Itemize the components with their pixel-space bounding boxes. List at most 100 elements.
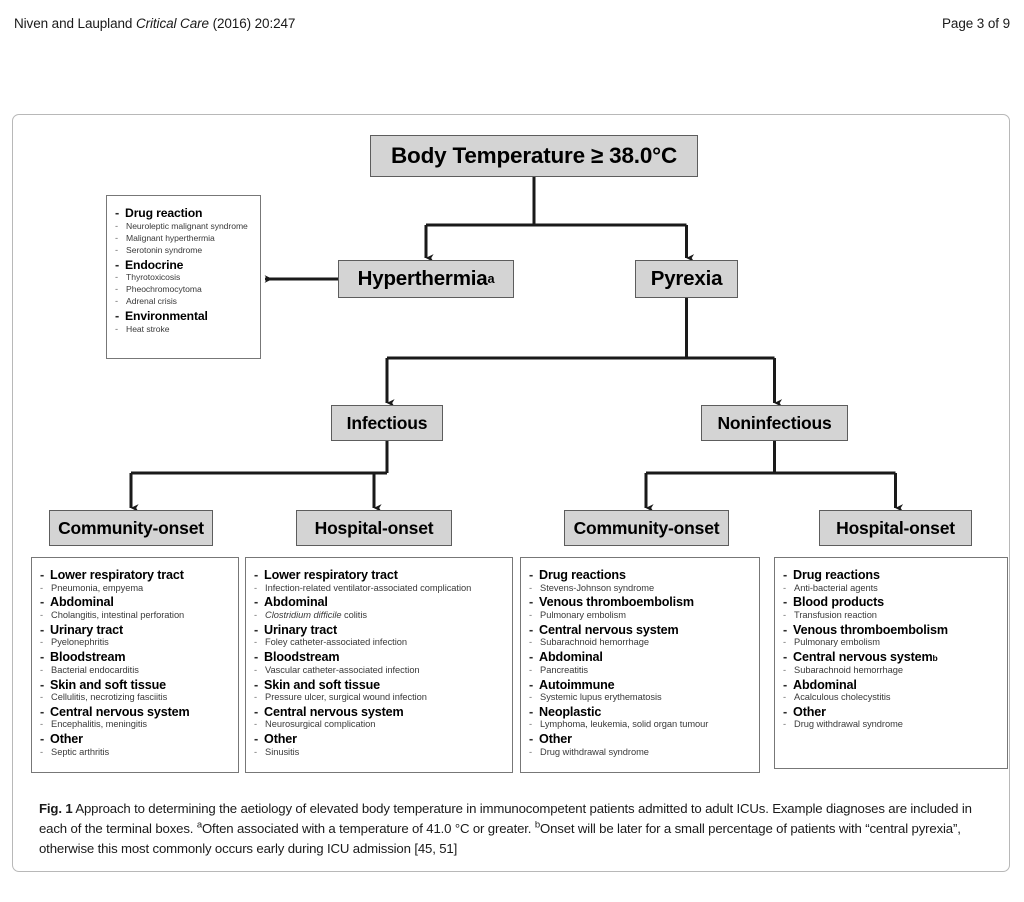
list-group-heading-label: Urinary tract: [264, 622, 337, 637]
list-dash-marker: -: [529, 595, 534, 610]
figure-caption-part1: Approach to determining the aetiology of…: [39, 801, 972, 837]
node-infectious-hospital-onset[interactable]: Hospital-onset: [296, 510, 452, 546]
list-example-diagnosis-label: Vascular catheter-associated infection: [265, 664, 420, 675]
list-example-diagnosis: -Subarachnoid hemorrhage: [529, 637, 751, 649]
list-example-diagnosis-label: Infection-related ventilator-associated …: [265, 582, 472, 593]
list-example-diagnosis-label: Heat stroke: [126, 323, 170, 334]
list-group-heading-label: Blood products: [793, 595, 884, 610]
list-example-diagnosis-label: Bacterial endocarditis: [51, 664, 139, 675]
list-group-heading-label: Abdominal: [50, 595, 114, 610]
list-group-heading-label: Other: [50, 732, 83, 747]
list-example-diagnosis: -Neurosurgical complication: [254, 719, 504, 731]
list-group-heading-label: Central nervous system: [50, 704, 190, 719]
node-noninfectious-hospital-onset[interactable]: Hospital-onset: [819, 510, 972, 546]
node-body-temperature[interactable]: Body Temperature ≥ 38.0°C: [370, 135, 698, 177]
list-dash-marker: -: [529, 704, 534, 719]
list-example-diagnosis: -Clostridium difficile colitis: [254, 610, 504, 622]
list-group-heading-label: Lower respiratory tract: [264, 568, 398, 582]
list-example-diagnosis: -Stevens-Johnson syndrome: [529, 583, 751, 595]
list-example-diagnosis: -Transfusion reaction: [783, 610, 999, 622]
list-group-heading-label: Skin and soft tissue: [264, 677, 381, 692]
list-group-heading: -Drug reaction: [115, 205, 252, 221]
list-group-heading: -Other: [254, 731, 504, 747]
list-example-diagnosis: -Lymphoma, leukemia, solid organ tumour: [529, 719, 751, 731]
list-dash-marker: -: [529, 568, 534, 582]
list-group-heading-label: Abdominal: [264, 595, 328, 610]
list-example-diagnosis: -Pulmonary embolism: [529, 610, 751, 622]
list-example-diagnosis-label: Malignant hyperthermia: [126, 232, 215, 243]
list-group-heading: -Lower respiratory tract: [40, 567, 230, 583]
node-noninfectious[interactable]: Noninfectious: [701, 405, 848, 441]
list-group-heading: -Lower respiratory tract: [254, 567, 504, 583]
list-example-diagnosis-label: Pyelonephritis: [51, 637, 109, 648]
list-example-diagnosis-label: Adrenal crisis: [126, 296, 177, 307]
node-pyrexia[interactable]: Pyrexia: [635, 260, 738, 298]
list-dash-marker: -: [529, 637, 533, 648]
list-group-heading: -Drug reactions: [529, 567, 751, 583]
list-example-diagnosis-label: Pancreatitis: [540, 664, 589, 675]
list-group-heading-label: Venous thromboembolism: [793, 622, 948, 637]
list-example-diagnosis: -Subarachnoid hemorrhage: [783, 665, 999, 677]
list-example-diagnosis: -Systemic lupus erythematosis: [529, 692, 751, 704]
node-noninfectious-community-onset[interactable]: Community-onset: [564, 510, 729, 546]
list-dash-marker: -: [115, 272, 119, 283]
list-group-heading-label: Other: [793, 704, 826, 719]
list-dash-marker: -: [40, 664, 44, 675]
list-dash-marker: -: [254, 622, 259, 637]
list-example-diagnosis: -Bacterial endocarditis: [40, 665, 230, 677]
list-example-diagnosis: -Pulmonary embolism: [783, 637, 999, 649]
list-example-diagnosis: -Pheochromocytoma: [115, 284, 252, 296]
list-dash-marker: -: [254, 568, 259, 582]
list-group-heading-label: Other: [539, 732, 572, 747]
list-group-heading: -Endocrine: [115, 257, 252, 273]
list-example-diagnosis-label: Subarachnoid hemorrhage: [794, 664, 903, 675]
node-infectious-hospital-onset-label: Hospital-onset: [314, 517, 434, 538]
list-dash-marker: -: [254, 704, 259, 719]
list-dash-marker: -: [529, 622, 534, 637]
list-group-heading: -Other: [783, 704, 999, 720]
node-body-temperature-label: Body Temperature ≥ 38.0°C: [390, 143, 678, 168]
list-dash-marker: -: [783, 622, 788, 637]
list-dash-marker: -: [115, 257, 120, 272]
list-example-diagnosis-label: Anti-bacterial agents: [794, 582, 878, 593]
list-example-diagnosis: -Drug withdrawal syndrome: [529, 747, 751, 759]
list-dash-marker: -: [40, 704, 45, 719]
list-example-diagnosis: -Pyelonephritis: [40, 637, 230, 649]
connector-lines: [129, 177, 904, 512]
node-noninfectious-community-onset-label: Community-onset: [573, 517, 720, 538]
list-group-heading: -Environmental: [115, 308, 252, 324]
list-example-diagnosis-label: Serotonin syndrome: [126, 244, 203, 255]
running-head-citation: Niven and Laupland Critical Care (2016) …: [14, 16, 295, 31]
list-dash-marker: -: [783, 664, 787, 675]
list-group-heading: -Urinary tract: [254, 622, 504, 638]
list-example-diagnosis: -Foley catheter-associated infection: [254, 637, 504, 649]
list-group-heading: -Bloodstream: [254, 649, 504, 665]
list-group-heading-label: Central nervous system: [264, 704, 404, 719]
list-example-diagnosis: -Sinusitis: [254, 747, 504, 759]
node-infectious[interactable]: Infectious: [331, 405, 443, 441]
list-group-heading: -Drug reactions: [783, 567, 999, 583]
running-head-volume: (2016) 20:247: [208, 16, 296, 31]
list-group-heading: -Abdominal: [529, 649, 751, 665]
list-example-diagnosis-label: Pulmonary embolism: [540, 609, 626, 620]
list-dash-marker: -: [115, 232, 119, 243]
running-head: Niven and Laupland Critical Care (2016) …: [14, 16, 1010, 31]
list-group-heading: -Bloodstream: [40, 649, 230, 665]
node-infectious-label: Infectious: [346, 412, 428, 433]
list-dash-marker: -: [783, 637, 787, 648]
list-dash-marker: -: [254, 582, 258, 593]
list-dash-marker: -: [529, 692, 533, 703]
node-infectious-community-onset[interactable]: Community-onset: [49, 510, 213, 546]
list-example-diagnosis-label: Cholangitis, intestinal perforation: [51, 609, 185, 620]
list-dash-marker: -: [254, 650, 259, 665]
list-example-diagnosis-label: Thyrotoxicosis: [126, 272, 181, 283]
list-group-heading: -Autoimmune: [529, 677, 751, 693]
list-example-diagnosis: -Serotonin syndrome: [115, 245, 252, 257]
list-dash-marker: -: [115, 323, 119, 334]
list-group-heading-label: Endocrine: [125, 257, 184, 272]
list-example-diagnosis: -Cellulitis, necrotizing fasciitis: [40, 692, 230, 704]
figure-caption-label: Fig. 1: [39, 801, 73, 816]
list-dash-marker: -: [783, 719, 787, 730]
